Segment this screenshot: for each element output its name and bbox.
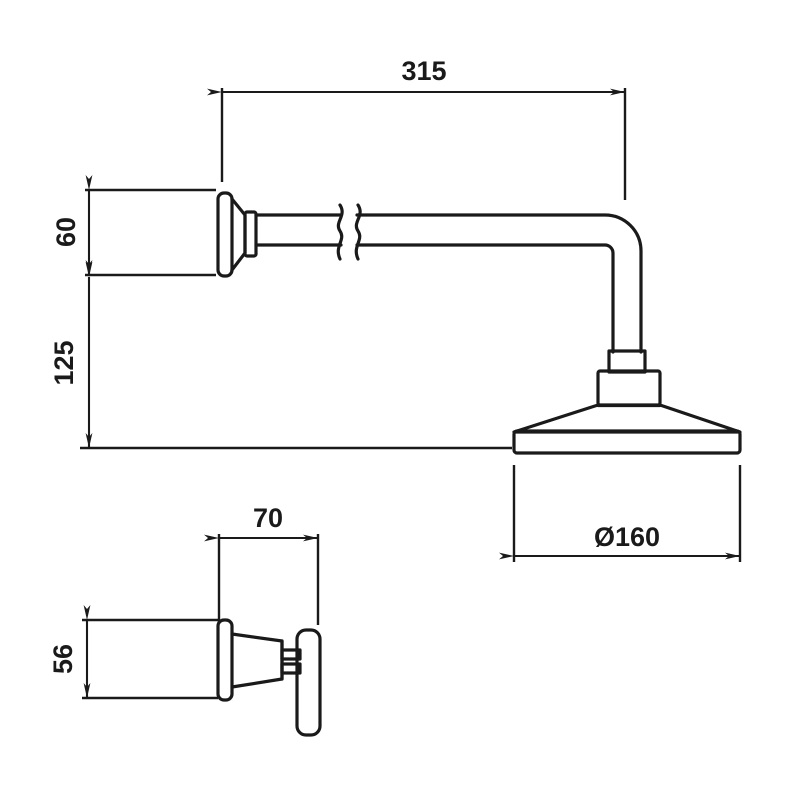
valve-handle xyxy=(295,628,322,737)
stem-lower xyxy=(280,662,302,675)
dimension-56: 56 xyxy=(48,605,218,700)
dimension-label-315: 315 xyxy=(401,56,446,86)
view-wall-valve-assembly: 70 56 xyxy=(48,503,322,737)
plate-body xyxy=(216,618,234,702)
valve-stem xyxy=(280,648,302,675)
break-line-2 xyxy=(354,203,362,261)
dimension-label-70: 70 xyxy=(253,503,283,533)
dimension-315: 315 xyxy=(207,56,627,200)
dimension-diameter-160: Ø160 xyxy=(499,465,742,562)
break-symbol xyxy=(336,203,362,261)
elbow-inner-profile xyxy=(355,243,615,354)
view-shower-arm-assembly: 315 60 125 xyxy=(49,56,742,562)
dimension-125: 125 xyxy=(49,262,512,450)
dimension-70: 70 xyxy=(204,503,320,625)
valve-body xyxy=(230,632,284,689)
wall-flange xyxy=(216,191,258,278)
head-disc xyxy=(512,429,742,455)
dimension-label-diameter-160: Ø160 xyxy=(594,522,660,552)
valve-wall-plate xyxy=(216,618,234,702)
collar-body xyxy=(607,349,647,374)
elbow-outer-profile xyxy=(355,213,643,354)
stem-upper xyxy=(280,648,302,661)
flange-cone xyxy=(230,197,247,272)
shower-arm-elbow xyxy=(355,213,643,354)
dimension-label-125: 125 xyxy=(49,340,79,385)
body-profile xyxy=(230,632,284,689)
break-line-1 xyxy=(336,203,344,261)
flange-collar xyxy=(243,210,258,258)
shower-arm-pipe-left xyxy=(254,213,343,247)
dimension-label-60: 60 xyxy=(51,217,81,247)
flange-plate xyxy=(216,191,234,278)
hub-body xyxy=(596,369,662,407)
head-collar xyxy=(607,349,647,374)
handle-body xyxy=(295,628,322,737)
disc-body xyxy=(512,429,742,455)
head-cone xyxy=(512,403,742,434)
dimension-label-56: 56 xyxy=(48,644,78,674)
head-hub xyxy=(596,369,662,407)
cone-profile xyxy=(512,403,742,434)
dimension-60: 60 xyxy=(51,175,216,277)
